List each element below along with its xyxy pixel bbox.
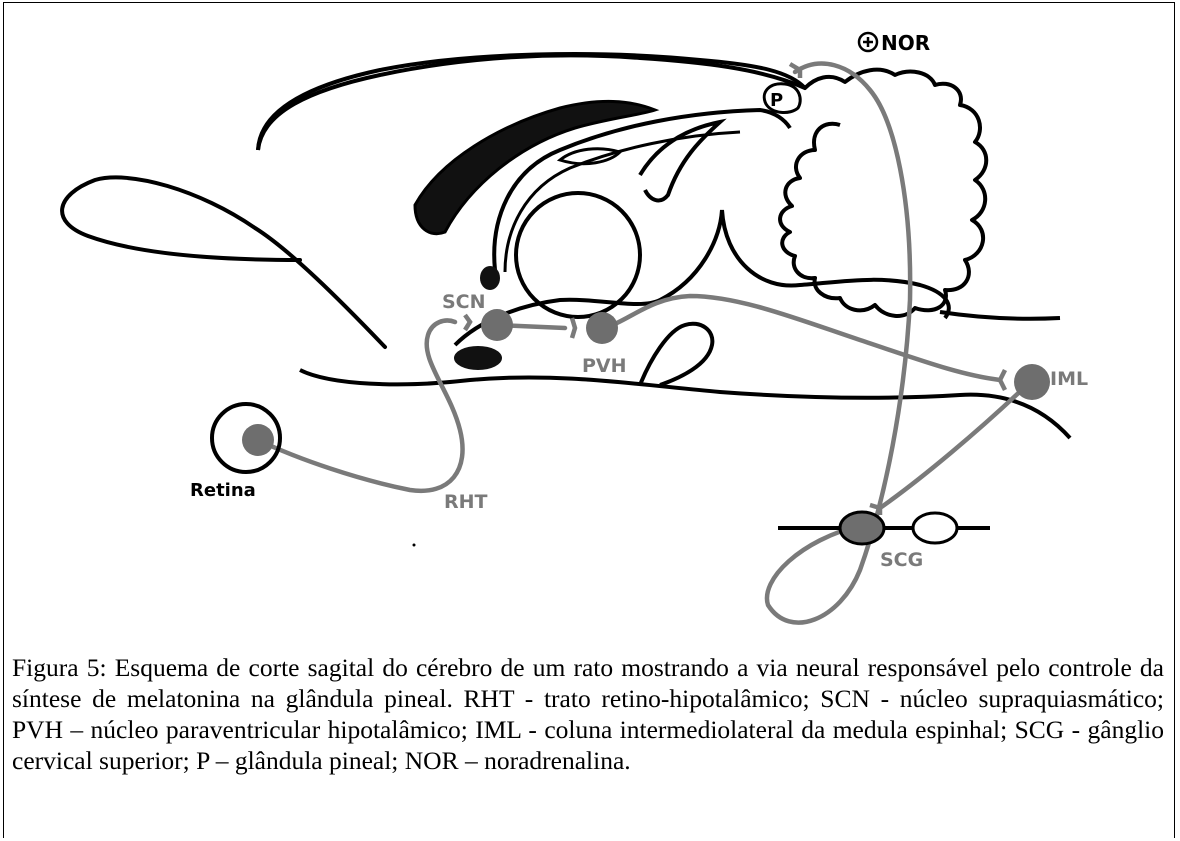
figure-caption: Figura 5: Esquema de corte sagital do cé… (12, 652, 1164, 776)
pvh-label: PVH (582, 355, 627, 377)
synapse-pvh (572, 318, 575, 338)
ventricle-back (640, 122, 720, 200)
neural-pathway (258, 64, 1030, 623)
brain-outline (258, 54, 986, 316)
pvh-neuron (586, 312, 618, 344)
rht-label: RHT (444, 491, 488, 513)
synapse-scn (465, 315, 470, 330)
plus-icon-cross (863, 37, 873, 47)
retina-neuron (242, 424, 274, 456)
olfactory-bulb (62, 177, 385, 347)
ganglion-next (913, 513, 957, 543)
anterior-commissure (480, 266, 500, 290)
nor-label: NOR (881, 31, 930, 55)
scg-pineal-axon (767, 64, 910, 623)
brain-diagram: P NOR SCN PVH IML Retina RHT SCG (0, 0, 1180, 650)
scg-ganglion (840, 512, 884, 544)
spinal-cord-upper (940, 312, 1060, 319)
corpus-callosum (415, 101, 655, 233)
iml-neuron (1014, 364, 1050, 400)
pineal-label: P (770, 90, 783, 111)
brainstem-outline (300, 370, 1070, 438)
scn-neuron (481, 309, 513, 341)
pons (640, 324, 712, 385)
iml-label: IML (1050, 368, 1088, 390)
optic-chiasm (454, 346, 502, 370)
iml-scg-axon (880, 382, 1030, 508)
hippocampus-inner (505, 132, 740, 272)
retina-label: Retina (190, 480, 256, 501)
stray-dot (413, 544, 416, 547)
scg-label: SCG (880, 549, 923, 571)
scn-label: SCN (442, 291, 486, 313)
synapse-iml (1000, 370, 1005, 390)
rht-tract (258, 321, 463, 491)
